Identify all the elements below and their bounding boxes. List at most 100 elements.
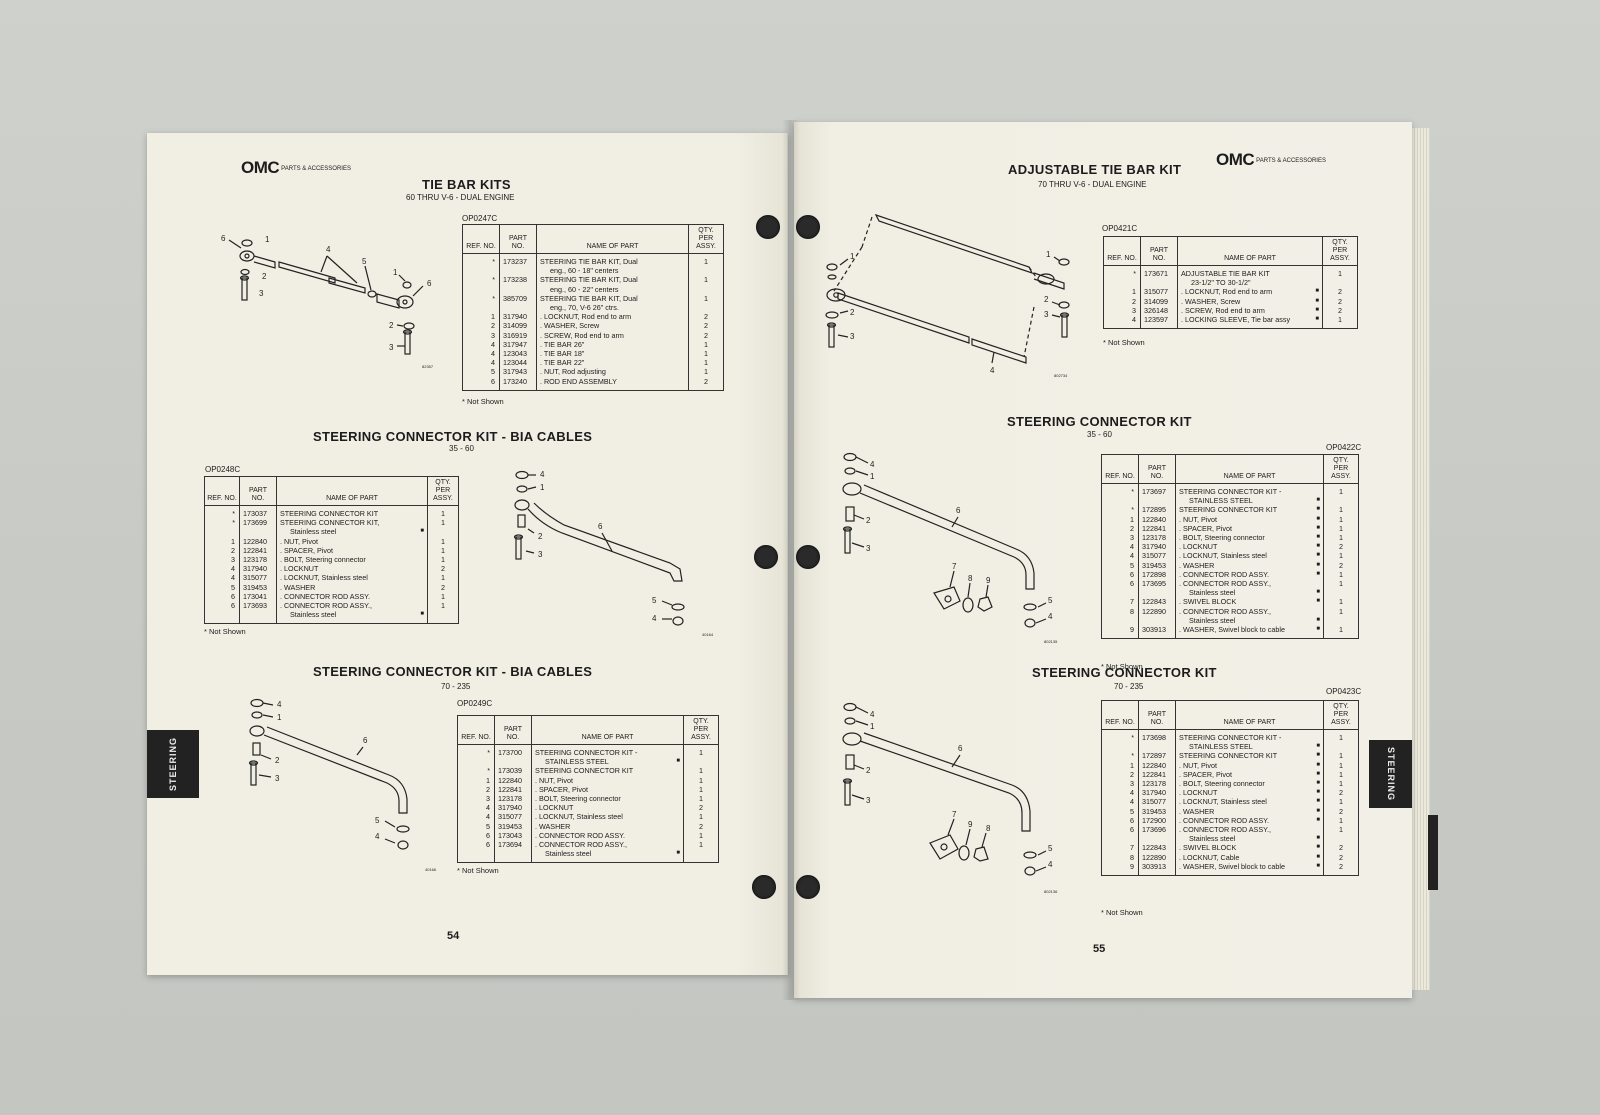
connector-bia-70-235-diagram: 41 23 6 54 40166 [248, 698, 437, 872]
section-title: ADJUSTABLE TIE BAR KIT [1008, 162, 1182, 177]
svg-text:4: 4 [870, 460, 875, 469]
svg-text:6: 6 [598, 522, 603, 531]
svg-text:4: 4 [540, 470, 545, 479]
not-shown-note: * Not Shown [457, 866, 499, 875]
section-subtitle: 35 - 60 [449, 444, 474, 453]
svg-text:9: 9 [968, 820, 973, 829]
parts-table-connector-bia-35-60: REF. NO. PART NO. NAME OF PART QTY. PER … [204, 476, 459, 625]
binder-hole [796, 215, 820, 239]
op-code: OP0422C [1326, 443, 1362, 452]
op-code: OP0421C [1102, 224, 1138, 233]
page-edges [1412, 128, 1430, 990]
binder-hole [752, 875, 776, 899]
svg-text:3: 3 [389, 343, 394, 352]
not-shown-note: * Not Shown [1103, 338, 1145, 347]
page-number: 54 [447, 930, 460, 942]
binder-hole [756, 215, 780, 239]
svg-text:2: 2 [866, 516, 871, 525]
parts-table-tie-bar-kits: REF. NO. PART NO. NAME OF PART QTY. PER … [462, 224, 724, 391]
svg-text:7: 7 [952, 810, 957, 819]
svg-text:5: 5 [375, 816, 380, 825]
connector-bia-35-60-diagram: 41 23 6 54 40164 [513, 470, 714, 637]
svg-text:1: 1 [870, 722, 875, 731]
svg-text:3: 3 [1044, 310, 1049, 319]
svg-text:6: 6 [427, 279, 432, 288]
not-shown-note: * Not Shown [1101, 908, 1143, 917]
svg-text:1: 1 [393, 268, 398, 277]
binding-spine [782, 120, 800, 1000]
op-code: OP0249C [457, 699, 493, 708]
section-title: STEERING CONNECTOR KIT [1007, 414, 1192, 429]
svg-text:3: 3 [275, 774, 280, 783]
svg-text:5: 5 [652, 596, 657, 605]
op-code: OP0247C [462, 214, 498, 223]
section-subtitle: 70 - 235 [1114, 682, 1144, 691]
not-shown-note: * Not Shown [204, 627, 246, 636]
section-title: TIE BAR KITS [422, 177, 511, 192]
binder-hole [754, 545, 778, 569]
svg-text:4: 4 [652, 614, 657, 623]
section-subtitle: 70 - 235 [441, 682, 471, 691]
svg-text:2: 2 [389, 321, 394, 330]
svg-text:40164: 40164 [702, 632, 714, 637]
section-subtitle: 70 THRU V-6 - DUAL ENGINE [1038, 180, 1147, 189]
svg-text:4: 4 [326, 245, 331, 254]
svg-text:6: 6 [958, 744, 963, 753]
svg-text:1: 1 [265, 235, 270, 244]
steering-tab-left: STEERING [147, 730, 199, 798]
svg-text:5: 5 [362, 257, 367, 266]
svg-text:3: 3 [866, 544, 871, 553]
svg-text:2: 2 [866, 766, 871, 775]
adjustable-tie-bar-diagram: 123 123 4 802734 [825, 213, 1070, 378]
svg-text:4: 4 [1048, 860, 1053, 869]
svg-text:4: 4 [870, 710, 875, 719]
section-subtitle: 35 - 60 [1087, 430, 1112, 439]
svg-text:4: 4 [1048, 612, 1053, 621]
svg-text:2: 2 [538, 532, 543, 541]
svg-text:1: 1 [850, 252, 855, 261]
svg-text:802136: 802136 [1044, 889, 1058, 894]
op-code: OP0423C [1326, 687, 1362, 696]
